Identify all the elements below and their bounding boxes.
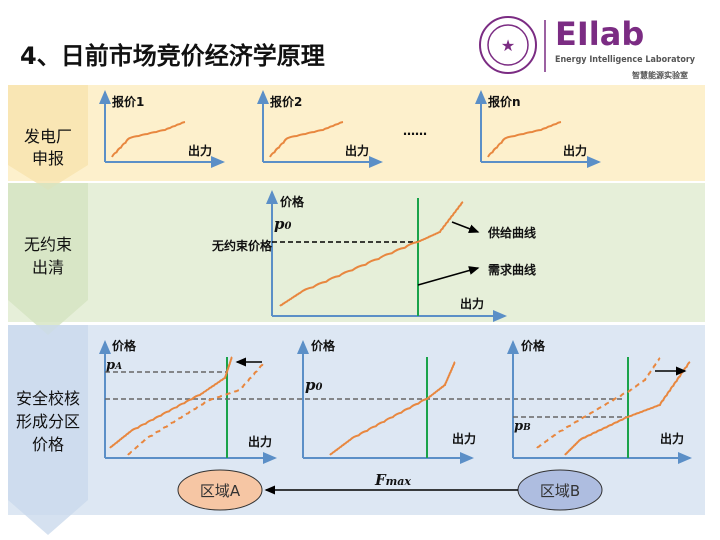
arrow [451,221,480,233]
axis-label: 价格 [112,338,137,353]
pB-label: pB [514,419,531,434]
supply-label: 供给曲线 [487,225,536,240]
zone-a-node [177,469,263,511]
row-label: 价格 [32,435,64,454]
p0-label: p0 [305,376,323,394]
fmax-label: Fmax [374,471,411,489]
logo: ★ EIlab Energy Intelligence Laboratory 智… [479,15,695,80]
supply-curve [109,356,233,449]
row-label: 安全校核 [16,389,80,408]
demand-label: 需求曲线 [488,262,536,277]
axis-label: 价格 [521,338,546,353]
axis-label: 出力 [452,431,476,446]
axis-label: 出力 [248,434,272,449]
row-label: 形成分区 [16,412,80,431]
axis-label: 出力 [660,431,684,446]
shifted-supply-curve [536,357,661,449]
bid-label: 报价2 [270,94,302,109]
bid-label: 报价n [488,94,521,109]
row-labels: 发电厂 申报 无约束 出清 安全校核 形成分区 价格 [16,127,80,454]
pA-label: pA [106,358,122,373]
axis-label: 出力 [188,143,212,158]
price-label: 无约束价格 [211,238,273,253]
page-title: 4、日前市场竞价经济学原理 [20,42,325,70]
axis-label: 价格 [280,194,305,209]
p0-label: p0 [274,215,292,233]
axis-label: 出力 [345,143,369,158]
row-clearing [8,183,705,322]
shifted-supply-curve [127,361,266,456]
brand-logo: EIlab [555,15,644,53]
row-label: 出清 [32,258,64,277]
bid-curve [487,121,562,158]
axis-label: 出力 [563,143,587,158]
bid-curve [269,121,344,158]
zone-b-label: 区域B [540,482,580,500]
arrow [417,266,480,286]
zone-a-label: 区域A [200,482,241,500]
brand-subtitle: Energy Intelligence Laboratory [555,55,695,65]
supply-curve [329,361,456,456]
supply-curve [564,361,691,456]
bid-label: 报价1 [112,94,144,109]
brand-cn: 智慧能源实验室 [632,70,688,80]
ellipsis: …… [403,124,427,138]
row-label: 申报 [32,149,64,168]
university-seal-icon [479,16,537,74]
axis-label: 价格 [311,338,336,353]
row-label: 发电厂 [24,127,72,146]
supply-curve [279,201,464,307]
bid-curve [111,121,186,158]
svg-text:★: ★ [501,36,515,55]
axis-label: 出力 [460,296,484,311]
row-label: 无约束 [24,235,72,254]
